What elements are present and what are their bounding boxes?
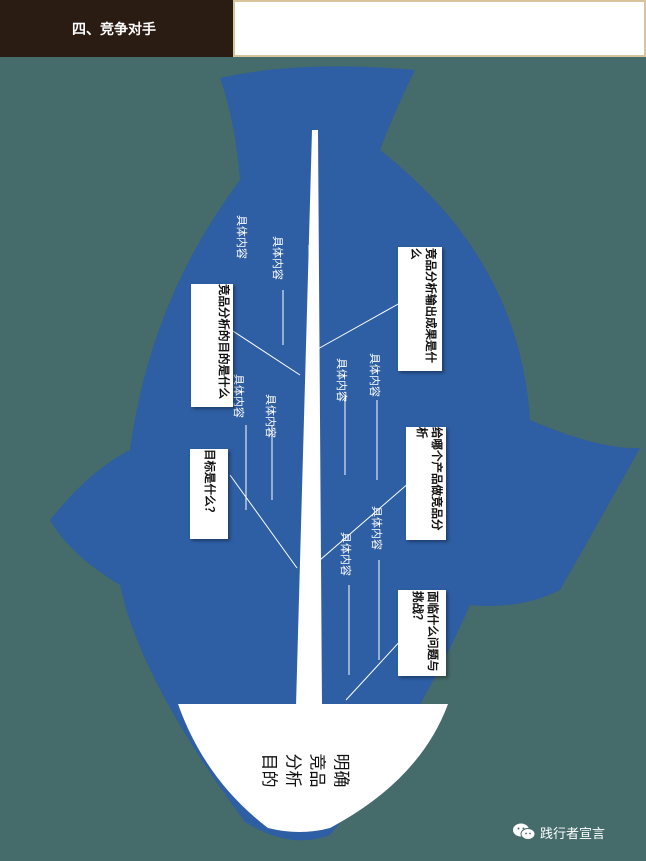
sub-label: 具体内容: [264, 394, 277, 438]
fish-head-text: 明确 竞品 分析 目的: [244, 740, 364, 794]
label-text: 给哪个产品做竞品分析: [415, 427, 444, 531]
head-text-col: 竞品: [306, 753, 327, 788]
label-box-which-products: 给哪个产品做竞品分析: [406, 427, 446, 540]
fish-spine: [296, 130, 322, 706]
label-text: 竞品分析的目的是什么: [217, 284, 231, 399]
sub-label: 具体内容: [335, 358, 348, 402]
sub-label: 具体内容: [339, 532, 352, 576]
watermark: 践行者宣言: [512, 822, 605, 842]
bone-which-products: [319, 481, 411, 561]
label-box-goal: 目标是什么？: [190, 449, 228, 539]
bone-challenges: [345, 637, 404, 701]
label-text: 目标是什么？: [203, 449, 217, 518]
bone-output: [315, 302, 401, 351]
label-text: 面临什么问题与挑战？: [411, 591, 440, 672]
fish-head: [178, 704, 448, 832]
label-box-output: 竞品分析输出成果是什么: [398, 247, 442, 371]
head-text-col: 分析: [282, 753, 303, 788]
watermark-text: 践行者宣言: [540, 826, 606, 842]
sub-label: 具体内容: [232, 374, 245, 418]
bone-goal: [229, 474, 298, 569]
section-title: 四、竞争对手: [72, 22, 156, 38]
sub-label: 具体内容: [368, 353, 381, 397]
label-text: 竞品分析输出成果是什么: [409, 248, 438, 363]
header-blank-panel: [233, 0, 646, 57]
head-text-col: 目的: [258, 753, 279, 788]
header-bar: [0, 0, 233, 57]
label-box-purpose: 竞品分析的目的是什么: [191, 284, 233, 407]
head-text-col: 明确: [330, 753, 351, 788]
sub-label: 具体内容: [370, 506, 383, 550]
sub-label: 具体内容: [271, 236, 284, 280]
wechat-icon: [513, 823, 536, 840]
label-box-challenges: 面临什么问题与挑战？: [398, 590, 446, 676]
sub-label: 具体内容: [235, 215, 248, 259]
